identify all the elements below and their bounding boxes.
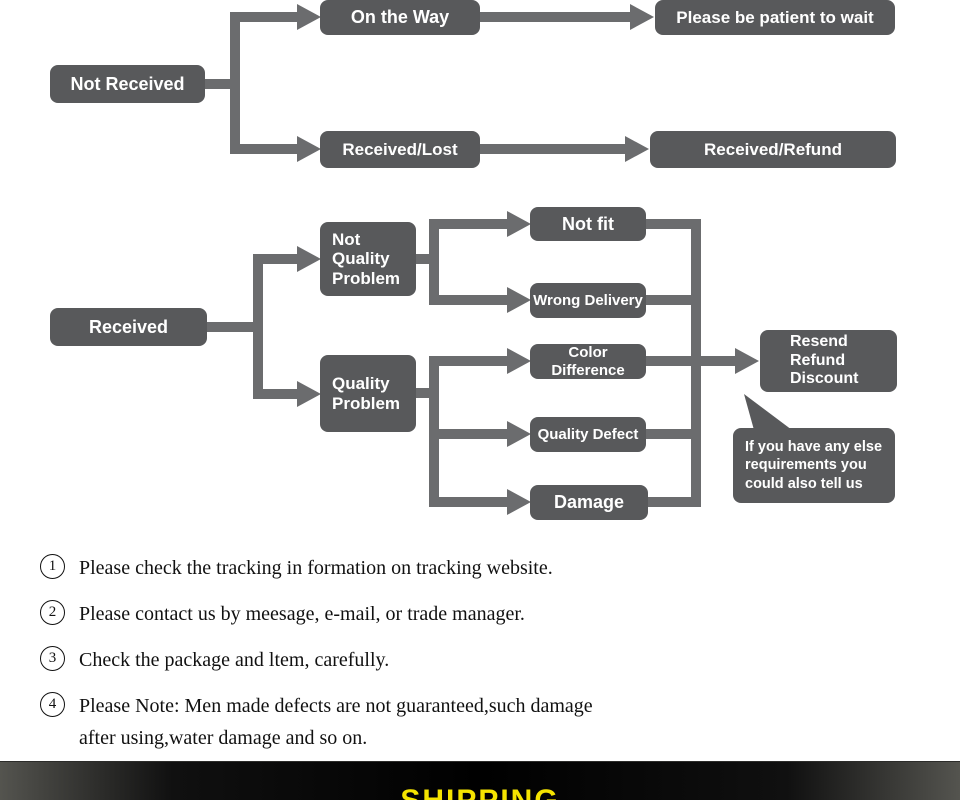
node-please-be-patient: Please be patient to wait (655, 0, 895, 35)
node-wrong-delivery: Wrong Delivery (530, 283, 646, 318)
node-damage: Damage (530, 485, 648, 520)
note-item-4: 4 Please Note: Men made defects are not … (40, 690, 930, 754)
notes-list: 1 Please check the tracking in formation… (40, 552, 930, 768)
shipping-banner-title: SHIPPING (400, 784, 559, 800)
node-not-quality-problem: Not Quality Problem (320, 222, 416, 296)
note-number-4: 4 (40, 692, 65, 717)
note-item-2: 2 Please contact us by meesage, e-mail, … (40, 598, 930, 630)
speech-bubble-tail (744, 394, 792, 430)
note-number-3: 3 (40, 646, 65, 671)
node-not-fit: Not fit (530, 207, 646, 241)
note-item-1: 1 Please check the tracking in formation… (40, 552, 930, 584)
node-received-refund: Received/Refund (650, 131, 896, 168)
note-number-1: 1 (40, 554, 65, 579)
node-received: Received (50, 308, 207, 346)
node-not-received: Not Received (50, 65, 205, 103)
node-resend-refund-discount: Resend Refund Discount (760, 330, 897, 392)
node-received-lost: Received/Lost (320, 131, 480, 168)
node-quality-problem: Quality Problem (320, 355, 416, 432)
note-text-1: Please check the tracking in formation o… (79, 557, 553, 579)
node-on-the-way: On the Way (320, 0, 480, 35)
note-text-2: Please contact us by meesage, e-mail, or… (79, 603, 525, 625)
node-color-difference: Color Difference (530, 344, 646, 379)
note-text-4: Please Note: Men made defects are not gu… (79, 695, 593, 749)
node-quality-defect: Quality Defect (530, 417, 646, 452)
note-text-3: Check the package and ltem, carefully. (79, 649, 390, 671)
note-item-3: 3 Check the package and ltem, carefully. (40, 644, 930, 676)
shipping-banner: SHIPPING (0, 761, 960, 800)
speech-bubble: If you have any else requirements you co… (733, 428, 895, 503)
note-number-2: 2 (40, 600, 65, 625)
